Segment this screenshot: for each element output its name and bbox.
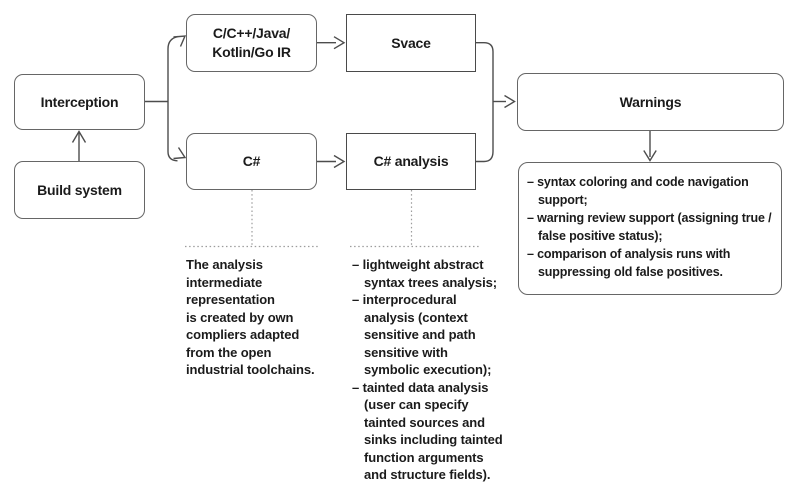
arrowhead-to-ir-icon (173, 35, 187, 47)
node-ir-label: C/C++/Java/ Kotlin/Go IR (212, 25, 291, 60)
analysis-note-item: – interprocedural analysis (context sens… (352, 292, 492, 377)
node-svace-label: Svace (391, 34, 431, 51)
arrowhead-svace-icon (333, 36, 346, 50)
analysis-note-item: – tainted data analysis (user can specif… (352, 379, 503, 483)
node-warnings: Warnings (517, 73, 784, 131)
warnings-detail-item: – syntax coloring and code navigation su… (527, 175, 749, 207)
arrowhead-up-icon (71, 130, 87, 143)
node-interception: Interception (14, 74, 145, 130)
line-merge-bracket (476, 42, 494, 163)
node-warnings-detail: – syntax coloring and code navigation su… (518, 162, 782, 295)
node-ir: C/C++/Java/ Kotlin/Go IR (186, 14, 317, 72)
analysis-note-item: – lightweight abstract syntax trees anal… (352, 257, 497, 290)
arrowhead-down-icon (643, 150, 657, 162)
node-csharp-analysis-label: C# analysis (373, 153, 449, 169)
note-csharp-ir-representation: The analysis intermediate representation… (186, 257, 315, 377)
note-csharp-analysis-features: – lightweight abstract syntax trees anal… (352, 256, 503, 484)
node-warnings-label: Warnings (619, 93, 682, 110)
node-csharp: C# (186, 133, 317, 190)
node-csharp-analysis: C# analysis (346, 133, 476, 190)
node-interception-label: Interception (40, 93, 119, 110)
node-csharp-label: C# (242, 153, 261, 169)
line-branch-bracket (167, 35, 179, 162)
node-svace: Svace (346, 14, 476, 72)
arrowhead-warnings-icon (504, 94, 516, 109)
arrowhead-to-csharp-icon (173, 147, 187, 160)
warnings-detail-item: – warning review support (assigning true… (527, 211, 772, 243)
node-build-system: Build system (14, 161, 145, 219)
arrowhead-analysis-icon (333, 154, 346, 169)
node-build-system-label: Build system (37, 181, 122, 198)
warnings-detail-item: – comparison of analysis runs with suppr… (527, 247, 731, 279)
